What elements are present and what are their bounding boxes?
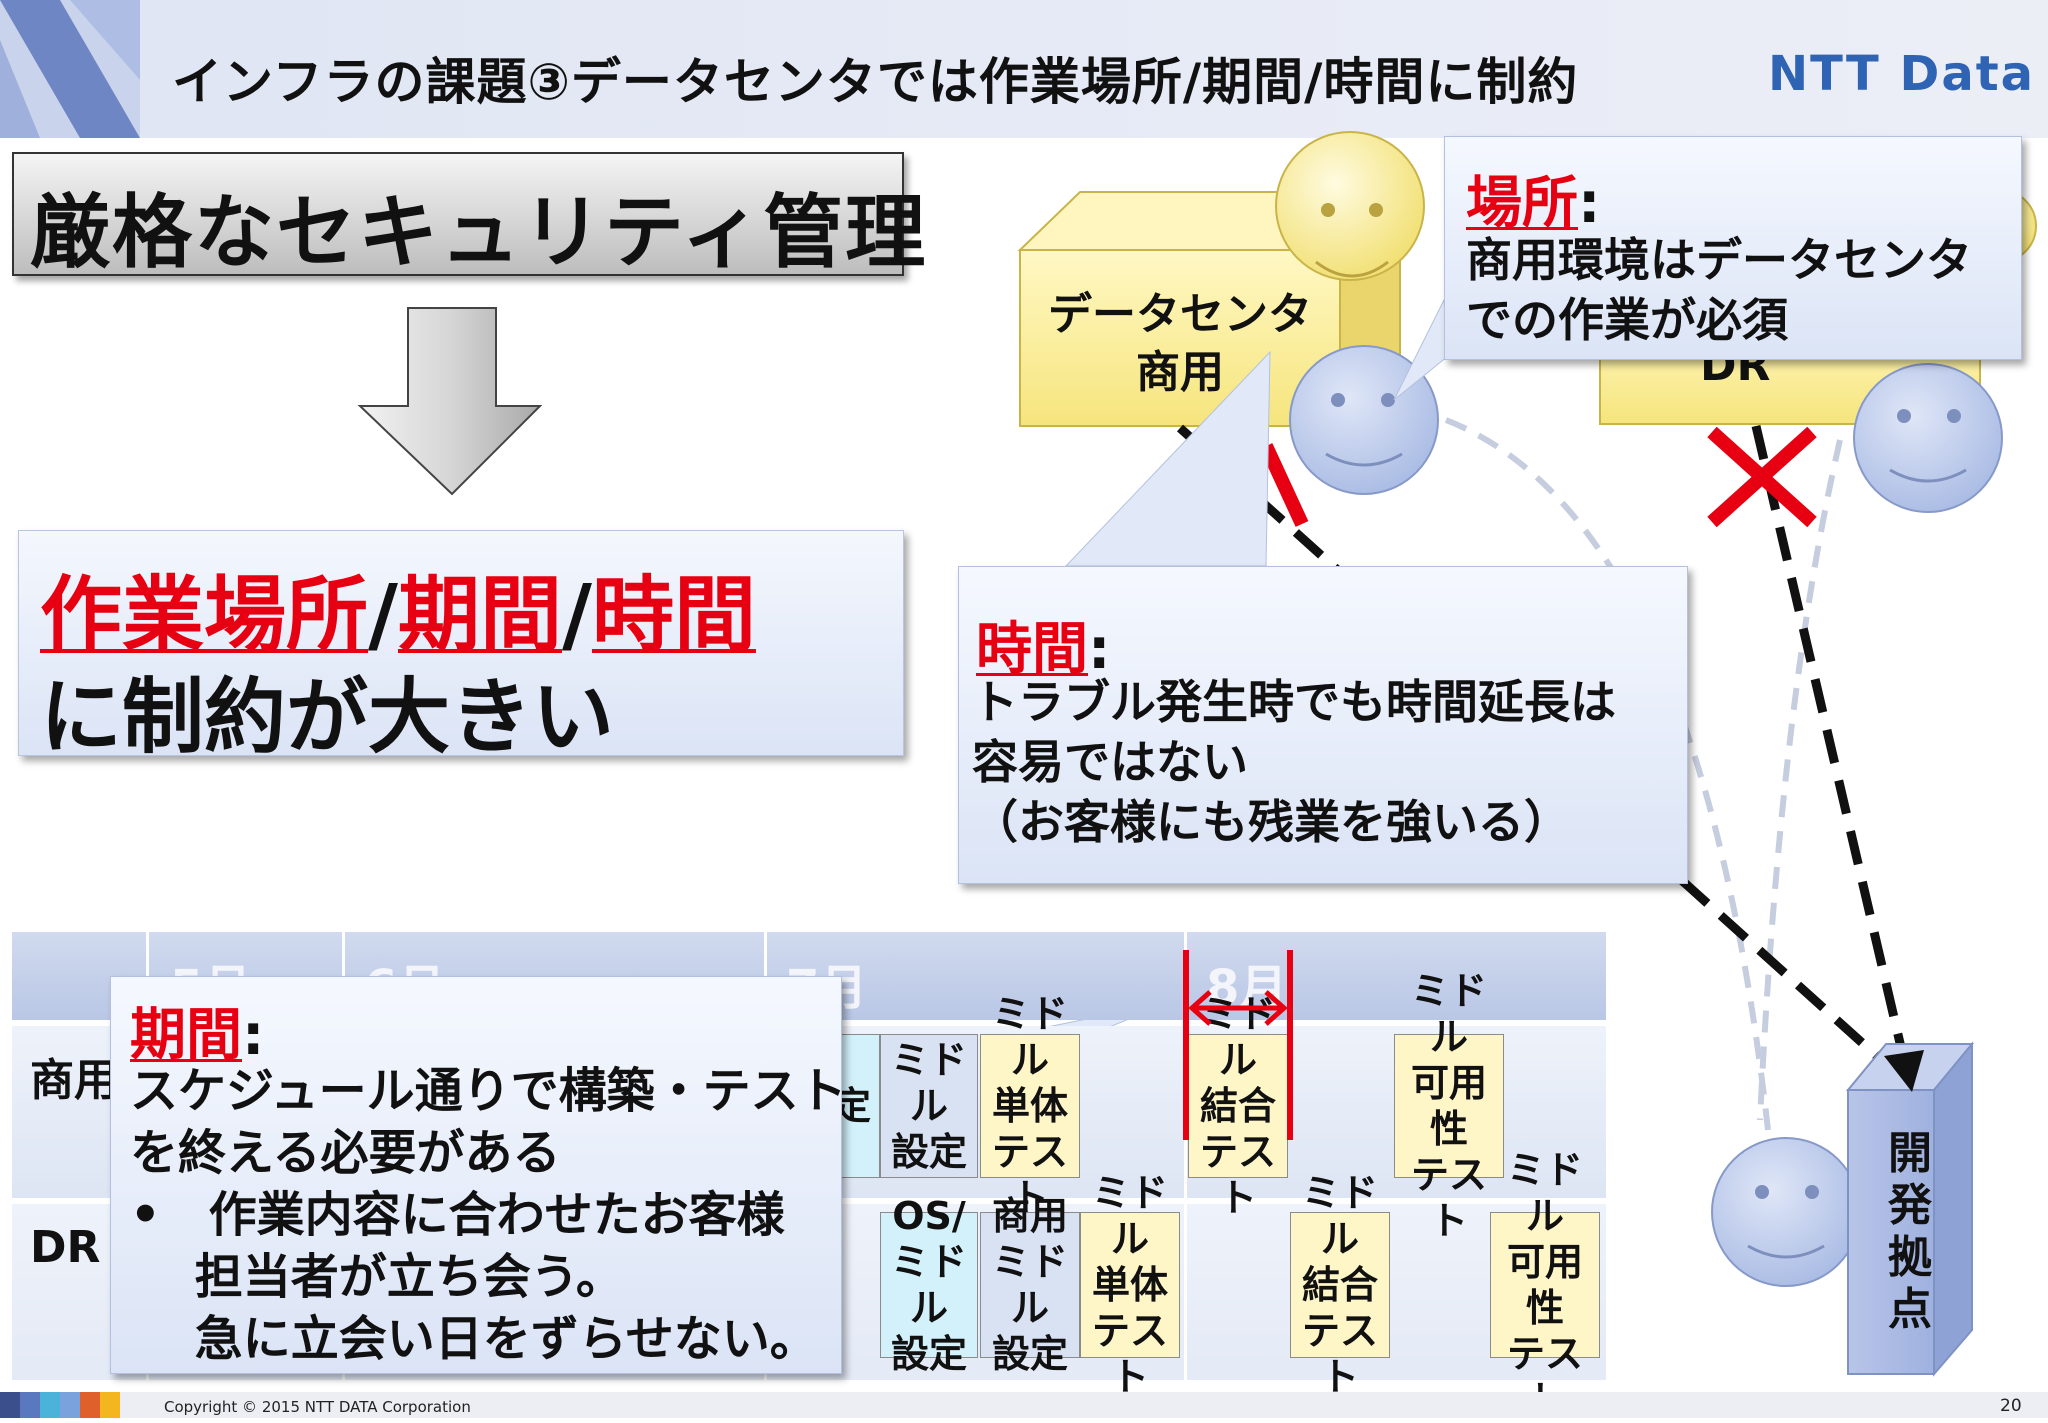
period-body-line4: 担当者が立ち会う。 bbox=[130, 1249, 624, 1305]
datacenter-label: データセンタ 商用 bbox=[1040, 286, 1320, 402]
period-marker-icon bbox=[1183, 950, 1293, 1140]
time-heading-text: 時間 bbox=[976, 617, 1088, 682]
period-body-line1: スケジュール通りで構築・テスト bbox=[130, 1063, 847, 1119]
datacenter-label-line2: 商用 bbox=[1136, 347, 1224, 398]
colon: : bbox=[1088, 617, 1111, 682]
customer-face-icon bbox=[1275, 131, 1425, 281]
engineer-face-icon bbox=[1289, 345, 1439, 495]
colon: : bbox=[1578, 171, 1601, 236]
task-dr-os-middle-setup: OS/ ミドル 設定 bbox=[880, 1194, 978, 1376]
constraint-items: 作業場所/期間/時間 bbox=[40, 548, 756, 667]
place-callout bbox=[1444, 136, 2022, 360]
constraint-place: 作業場所 bbox=[40, 568, 369, 663]
engineer-face-icon bbox=[1853, 363, 2003, 513]
security-box bbox=[12, 152, 904, 276]
time-body-line2: 容易ではない bbox=[972, 735, 1248, 789]
footer-color-strip bbox=[0, 1392, 120, 1418]
header-bar bbox=[0, 0, 2048, 138]
datacenter-label-line1: データセンタ bbox=[1048, 289, 1312, 340]
period-callout-body: スケジュール通りで構築・テスト を終える必要がある • 作業内容に合わせたお客様… bbox=[130, 1060, 847, 1370]
row-label-dr: DR bbox=[30, 1222, 101, 1273]
period-callout bbox=[110, 976, 842, 1374]
task-commercial-middle-setup: ミドル 設定 bbox=[880, 1034, 978, 1178]
separator: / bbox=[561, 568, 592, 663]
task-commercial-unit-test: ミドル 単体 テスト bbox=[980, 992, 1080, 1220]
period-body-line3: • 作業内容に合わせたお客様 bbox=[130, 1187, 785, 1243]
place-heading-text: 場所 bbox=[1466, 171, 1578, 236]
ntt-data-logo: NTT Data bbox=[1768, 46, 2036, 102]
task-dr-availability-test: ミドル 可用性 テスト bbox=[1490, 1148, 1600, 1422]
constraint-box bbox=[18, 530, 904, 756]
period-heading-text: 期間 bbox=[130, 1003, 242, 1068]
dev-site-label: 開発拠点 bbox=[1888, 1128, 1932, 1335]
engineer-face-icon bbox=[1711, 1137, 1861, 1287]
period-body-line2: を終える必要がある bbox=[130, 1125, 561, 1181]
time-body-line3: （お客様にも残業を強いる） bbox=[972, 795, 1570, 849]
place-callout-heading: 場所: bbox=[1466, 158, 1600, 239]
place-body-line2: での作業が必須 bbox=[1466, 293, 1788, 347]
down-arrow-icon bbox=[357, 307, 543, 496]
blocked-cross-icon bbox=[1707, 426, 1817, 528]
period-body-line5: 急に立会い日をずらせない。 bbox=[130, 1311, 818, 1367]
page-number: 20 bbox=[2000, 1396, 2022, 1416]
place-callout-body: 商用環境はデータセンタ での作業が必須 bbox=[1466, 230, 1972, 350]
header-decoration bbox=[0, 0, 140, 138]
time-callout-body: トラブル発生時でも時間延長は 容易ではない （お客様にも残業を強いる） bbox=[972, 672, 1616, 852]
column-divider bbox=[1184, 932, 1187, 1380]
constraint-summary: に制約が大きい bbox=[40, 670, 615, 765]
copyright-text: Copyright © 2015 NTT DATA Corporation bbox=[164, 1398, 471, 1416]
security-title: 厳格なセキュリティ管理 bbox=[30, 186, 928, 279]
dev-site-building bbox=[1845, 1041, 1975, 1377]
task-dr-integration-test: ミドル 結合 テスト bbox=[1290, 1171, 1390, 1399]
period-callout-heading: 期間: bbox=[130, 990, 264, 1071]
separator: / bbox=[368, 568, 398, 663]
task-dr-commercial-middle-setup: 商用 ミドル 設定 bbox=[980, 1194, 1080, 1376]
footer-bar bbox=[0, 1392, 2048, 1418]
time-body-line1: トラブル発生時でも時間延長は bbox=[972, 675, 1616, 729]
task-dr-unit-test: ミドル 単体 テスト bbox=[1080, 1171, 1180, 1399]
constraint-period: 期間 bbox=[397, 568, 562, 663]
blocked-cross-icon bbox=[1259, 443, 1309, 527]
task-commercial-availability-test: ミドル 可用性 テスト bbox=[1394, 969, 1504, 1243]
colon: : bbox=[242, 1003, 265, 1068]
slide-title: インフラの課題③データセンタでは作業場所/期間/時間に制約 bbox=[172, 53, 1579, 111]
time-callout-heading: 時間: bbox=[976, 604, 1110, 685]
place-body-line1: 商用環境はデータセンタ bbox=[1466, 233, 1972, 287]
constraint-time: 時間 bbox=[591, 568, 756, 663]
row-label-commercial: 商用 bbox=[30, 1055, 118, 1106]
time-callout bbox=[958, 566, 1688, 884]
